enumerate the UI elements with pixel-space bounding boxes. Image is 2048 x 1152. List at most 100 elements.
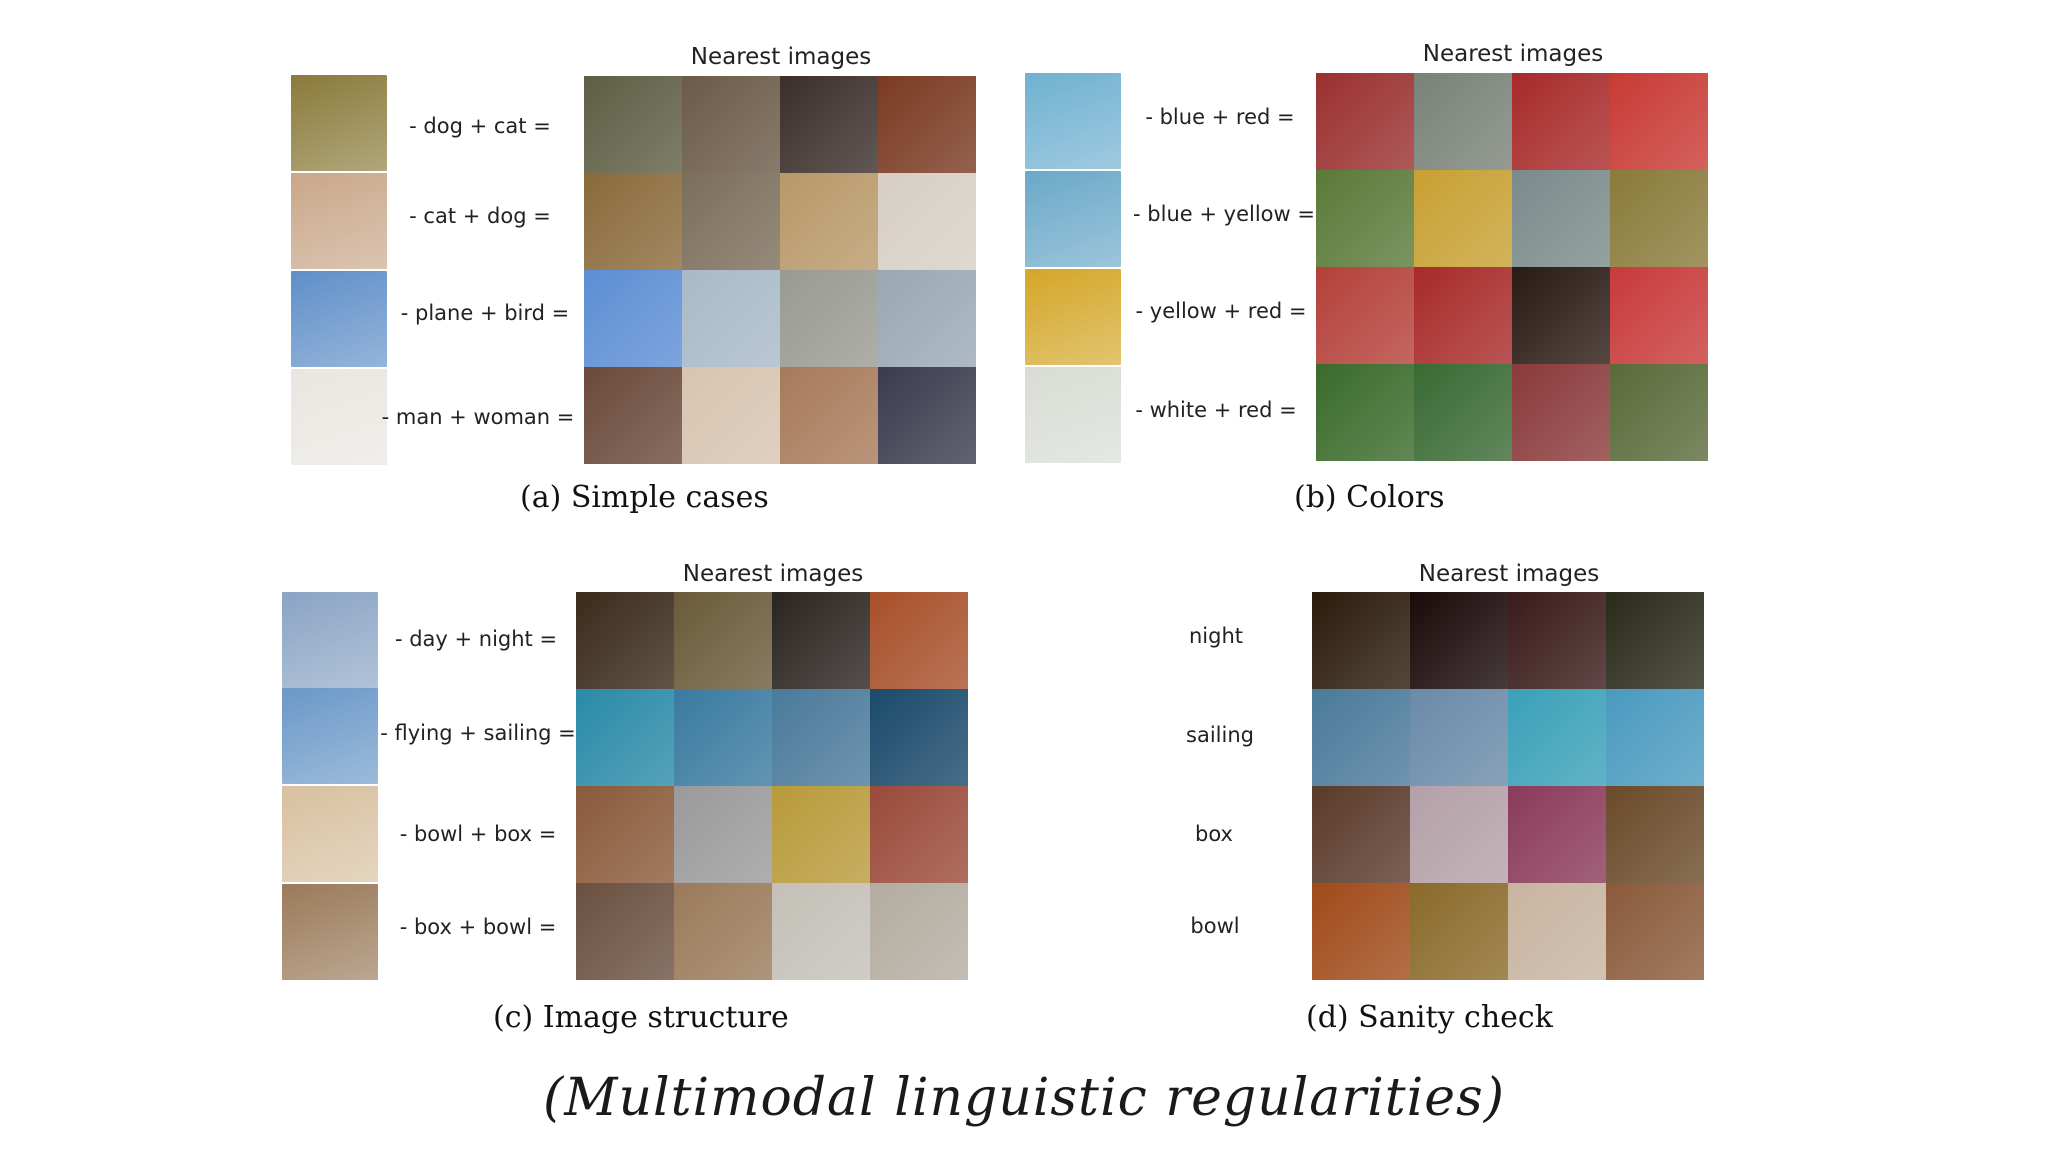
nearest-image	[1312, 592, 1410, 689]
nearest-image	[584, 367, 682, 464]
row-label: - dog + cat =	[409, 114, 551, 138]
nearest-image	[772, 592, 870, 689]
nearest-image	[1410, 883, 1508, 980]
nearest-image	[584, 270, 682, 367]
nearest-image	[1508, 883, 1606, 980]
nearest-image	[674, 689, 772, 786]
nearest-image	[576, 592, 674, 689]
nearest-image	[1316, 364, 1414, 461]
row-label: - yellow + red =	[1135, 299, 1307, 323]
query-image	[282, 688, 378, 784]
query-image	[291, 173, 387, 269]
row-label: - white + red =	[1135, 398, 1297, 422]
nearest-image	[1414, 73, 1512, 170]
nearest-image	[1312, 689, 1410, 786]
nearest-image	[1312, 883, 1410, 980]
nearest-image	[576, 689, 674, 786]
nearest-images-grid	[584, 76, 976, 464]
panel-caption: (d) Sanity check	[1306, 1000, 1553, 1035]
nearest-image	[772, 786, 870, 883]
query-image	[282, 592, 378, 688]
row-label: - box + bowl =	[399, 915, 557, 939]
row-label: - bowl + box =	[399, 822, 557, 846]
nearest-image	[1414, 267, 1512, 364]
nearest-image	[576, 786, 674, 883]
nearest-images-grid	[576, 592, 968, 980]
nearest-image	[1316, 267, 1414, 364]
row-label: bowl	[1190, 914, 1240, 938]
nearest-image	[1606, 689, 1704, 786]
query-image	[1025, 367, 1121, 463]
nearest-image	[870, 689, 968, 786]
nearest-image	[1610, 170, 1708, 267]
query-image	[1025, 73, 1121, 169]
panel-caption: (c) Image structure	[493, 1000, 789, 1035]
nearest-image	[1508, 786, 1606, 883]
nearest-image	[1410, 689, 1508, 786]
nearest-image	[1512, 73, 1610, 170]
nearest-image	[870, 592, 968, 689]
nearest-image	[1606, 786, 1704, 883]
row-label: - plane + bird =	[400, 301, 570, 325]
nearest-image	[870, 883, 968, 980]
row-label: - day + night =	[394, 627, 558, 651]
nearest-image	[576, 883, 674, 980]
panel-caption: (b) Colors	[1294, 480, 1445, 515]
nearest-image	[1610, 267, 1708, 364]
nearest-image	[1316, 73, 1414, 170]
query-image	[291, 75, 387, 171]
nearest-image	[584, 76, 682, 173]
query-image	[291, 271, 387, 367]
nearest-image	[780, 76, 878, 173]
row-label: sailing	[1186, 723, 1254, 747]
panel-header: Nearest images	[690, 44, 872, 70]
row-label: - blue + yellow =	[1133, 202, 1315, 226]
nearest-image	[682, 270, 780, 367]
nearest-image	[772, 883, 870, 980]
nearest-image	[1410, 592, 1508, 689]
query-image	[282, 884, 378, 980]
nearest-image	[1312, 786, 1410, 883]
query-image	[291, 369, 387, 465]
nearest-image	[780, 270, 878, 367]
nearest-image	[674, 592, 772, 689]
nearest-image	[1414, 170, 1512, 267]
nearest-image	[878, 367, 976, 464]
row-label: - man + woman =	[381, 405, 575, 429]
nearest-image	[1610, 73, 1708, 170]
nearest-image	[878, 173, 976, 270]
row-label: - cat + dog =	[409, 204, 551, 228]
query-image	[1025, 171, 1121, 267]
nearest-image	[674, 786, 772, 883]
nearest-image	[1610, 364, 1708, 461]
nearest-image	[1512, 267, 1610, 364]
nearest-image	[1414, 364, 1512, 461]
row-label: - flying + sailing =	[380, 721, 576, 745]
nearest-image	[772, 689, 870, 786]
nearest-image	[1512, 170, 1610, 267]
nearest-image	[682, 76, 780, 173]
nearest-images-grid	[1312, 592, 1704, 980]
panel-header: Nearest images	[1418, 561, 1600, 587]
nearest-images-grid	[1316, 73, 1708, 461]
nearest-image	[780, 367, 878, 464]
nearest-image	[1508, 592, 1606, 689]
nearest-image	[1606, 592, 1704, 689]
query-image	[1025, 269, 1121, 365]
row-label: box	[1195, 822, 1233, 846]
nearest-image	[878, 270, 976, 367]
nearest-image	[584, 173, 682, 270]
nearest-image	[878, 76, 976, 173]
slide-title: (Multimodal linguistic regularities)	[542, 1068, 1506, 1128]
nearest-image	[1410, 786, 1508, 883]
nearest-image	[1606, 883, 1704, 980]
nearest-image	[870, 786, 968, 883]
row-label: - blue + red =	[1145, 105, 1295, 129]
nearest-image	[1508, 689, 1606, 786]
nearest-image	[674, 883, 772, 980]
query-image	[282, 786, 378, 882]
panel-header: Nearest images	[682, 561, 864, 587]
nearest-image	[780, 173, 878, 270]
nearest-image	[682, 367, 780, 464]
nearest-image	[1512, 364, 1610, 461]
